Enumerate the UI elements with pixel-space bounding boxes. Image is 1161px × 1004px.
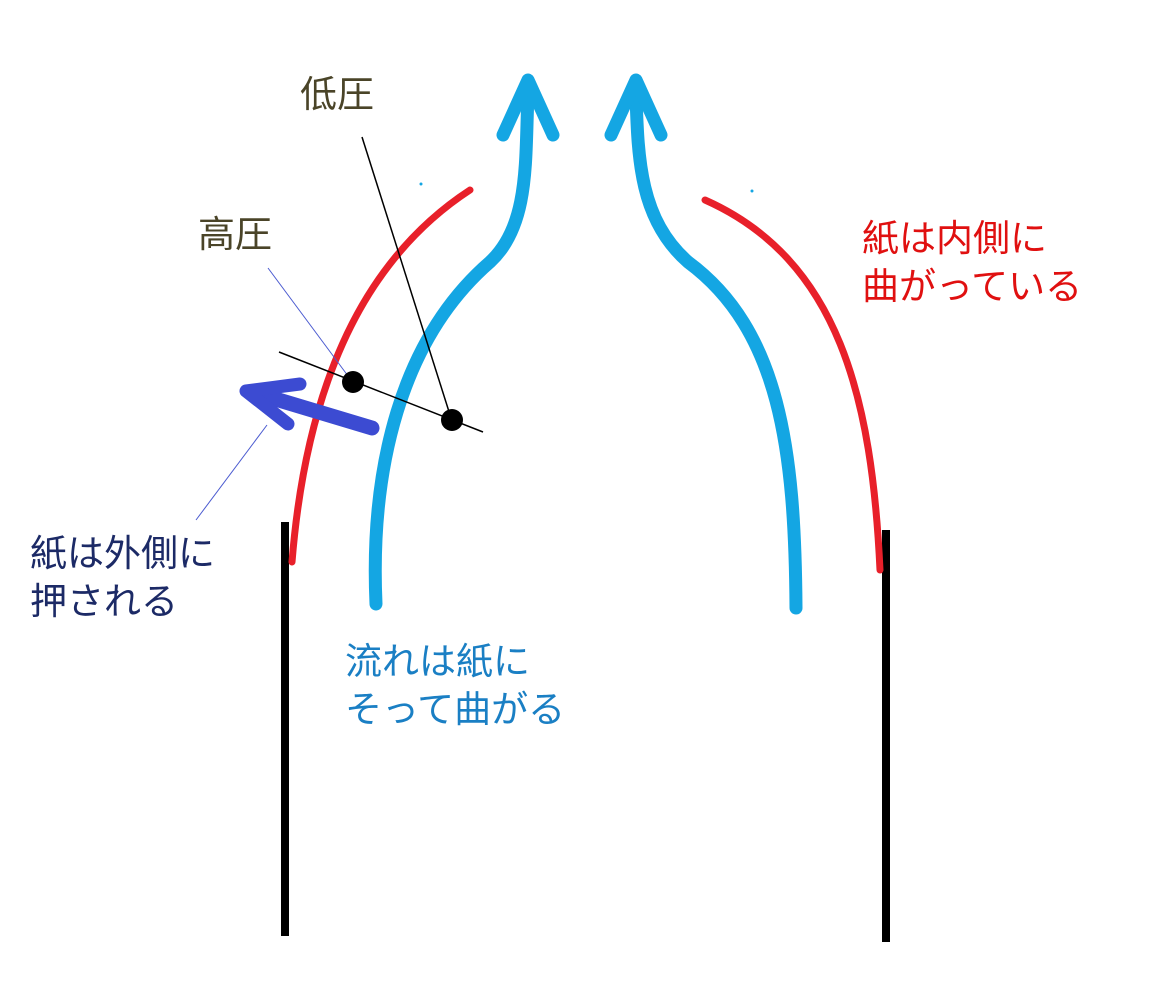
speck xyxy=(750,189,754,193)
high-pressure-leader xyxy=(267,267,352,381)
low-pressure-point xyxy=(441,409,463,431)
left-flow-line xyxy=(368,88,535,611)
outward-force-arrowhead xyxy=(239,377,307,431)
speck xyxy=(419,182,423,186)
high-pressure-label: 高圧 xyxy=(198,211,272,259)
right-flow-arrowhead xyxy=(604,73,668,142)
paper-pushed-outward-line2: 押される xyxy=(30,580,178,623)
paper-curves-inward-label: 紙は内側に 曲がっている xyxy=(862,215,1082,311)
outward-push-leader xyxy=(195,424,268,521)
paper-pushed-outward-line1: 紙は外側に xyxy=(30,532,215,575)
low-pressure-leader xyxy=(361,136,452,419)
outward-force-shaft xyxy=(244,384,380,436)
right-paper-curve xyxy=(701,196,884,574)
low-pressure-text: 低圧 xyxy=(300,73,374,116)
paper-curves-inward-line1: 紙は内側に xyxy=(862,217,1047,260)
high-pressure-text: 高圧 xyxy=(198,213,272,256)
right-flow-line xyxy=(629,88,803,615)
low-pressure-label: 低圧 xyxy=(300,71,374,119)
left-flow-arrowhead xyxy=(496,73,560,142)
flow-follows-paper-label: 流れは紙に そって曲がる xyxy=(345,638,565,734)
high-pressure-point xyxy=(342,371,364,393)
paper-curves-inward-line2: 曲がっている xyxy=(862,265,1083,308)
paper-pushed-outward-label: 紙は外側に 押される xyxy=(30,530,215,626)
flow-follows-paper-line2: そって曲がる xyxy=(345,688,566,731)
flow-follows-paper-line1: 流れは紙に xyxy=(345,640,530,683)
left-paper-curve xyxy=(288,186,474,566)
